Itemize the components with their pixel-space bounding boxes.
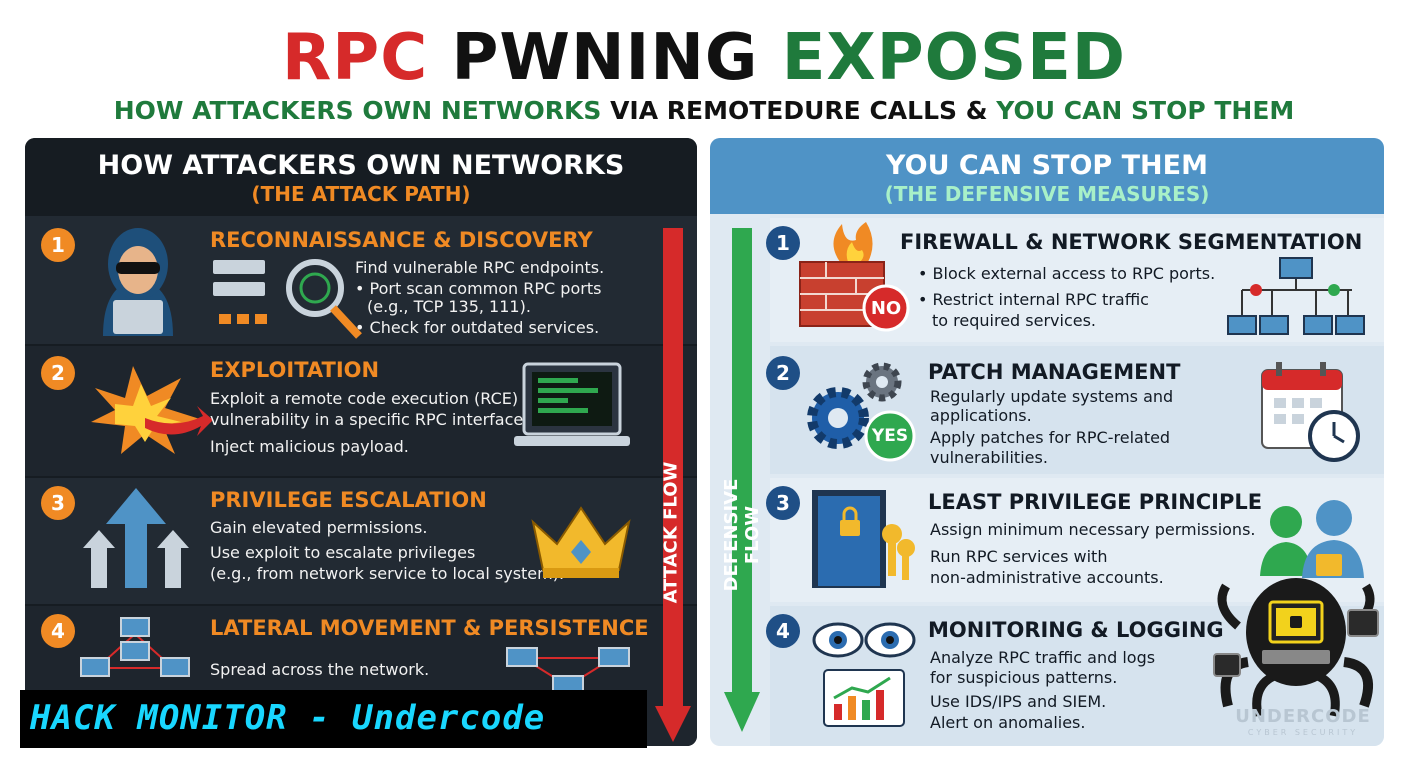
octopus-hacker-logo (1213, 578, 1379, 717)
crown-icon (531, 506, 631, 578)
persistence-network-icon (506, 647, 630, 693)
watermark-logo-text: UNDERCODE (1235, 706, 1371, 727)
title-rpc: RPC (282, 21, 429, 95)
attack-step-1-line-2: • Port scan common RPC ports (355, 279, 602, 298)
defense-step-3-title: LEAST PRIVILEGE PRINCIPLE (928, 490, 1263, 514)
users-lock-icon (1260, 500, 1364, 578)
lateral-network-icon (80, 617, 190, 677)
no-badge: NO (870, 298, 902, 319)
defense-step-2-title: PATCH MANAGEMENT (928, 360, 1181, 384)
defense-panel-subheading: (THE DEFENSIVE MEASURES) (884, 182, 1210, 206)
attack-step-2-title: EXPLOITATION (210, 358, 380, 382)
attack-step-4-line-1: Spread across the network. (210, 660, 430, 679)
laptop-code-icon (514, 362, 630, 446)
attack-flow-label: ATTACK FLOW (660, 461, 682, 604)
eyes-chart-icon (812, 622, 916, 727)
defense-step-4-line-4: Alert on anomalies. (930, 713, 1086, 732)
title-pwning: PWNING (451, 21, 759, 95)
attack-panel-subheading: (THE ATTACK PATH) (251, 182, 471, 206)
defense-step-2-line-2: applications. (930, 406, 1032, 425)
yes-badge: YES (871, 426, 909, 446)
defense-step-3-number: 3 (766, 486, 800, 520)
defense-step-4-title: MONITORING & LOGGING (928, 618, 1224, 642)
defense-step-2-line-4: vulnerabilities. (930, 448, 1048, 467)
defense-step-4-line-2: for suspicious patterns. (930, 668, 1118, 687)
attack-step-3-line-2: Use exploit to escalate privileges (210, 543, 476, 562)
firewall-icon (799, 222, 910, 332)
attack-step-2-number: 2 (41, 356, 75, 390)
attack-step-1-line-4: • Check for outdated services. (355, 318, 600, 337)
defense-step-1-line-3: to required services. (932, 311, 1097, 330)
attack-step-1-number: 1 (41, 228, 75, 262)
watermark-logo-subtext: CYBER SECURITY (1247, 728, 1359, 737)
defensive-flow-label: DEFENSIVE FLOW (721, 478, 763, 592)
subtitle-part1: HOW ATTACKERS OWN NETWORKS (113, 96, 602, 125)
defense-panel-heading: YOU CAN STOP THEM (886, 150, 1208, 181)
attack-step-3-line-3: (e.g., from network service to local sys… (210, 564, 565, 583)
subtitle-part2: VIA REMOTEDURE CALLS & (610, 96, 988, 125)
subtitle-part3: YOU CAN STOP THEM (996, 96, 1295, 125)
page-title: RPC PWNING EXPOSED (0, 18, 1408, 98)
attack-step-4-number: 4 (41, 614, 75, 648)
title-exposed: EXPOSED (781, 21, 1126, 95)
escalation-arrows-icon (83, 488, 189, 588)
calendar-clock-icon (1261, 362, 1360, 462)
defense-step-1-title: FIREWALL & NETWORK SEGMENTATION (900, 230, 1363, 254)
attack-step-3-line-1: Gain elevated permissions. (210, 518, 428, 537)
defense-step-2-line-3: Apply patches for RPC-related (930, 428, 1171, 447)
attack-path-panel: HOW ATTACKERS OWN NETWORKS (THE ATTACK P… (25, 138, 697, 746)
attack-panel-heading: HOW ATTACKERS OWN NETWORKS (97, 150, 625, 181)
attack-flow-arrow (655, 228, 691, 742)
network-scan-icon (213, 259, 362, 339)
attack-step-1-title: RECONNAISSANCE & DISCOVERY (210, 228, 593, 252)
attack-step-4-title: LATERAL MOVEMENT & PERSISTENCE (210, 616, 649, 640)
attack-step-2-line-1: Exploit a remote code execution (RCE) (210, 389, 519, 408)
page-subtitle: HOW ATTACKERS OWN NETWORKS VIA REMOTEDUR… (0, 94, 1408, 128)
defense-step-4-line-3: Use IDS/IPS and SIEM. (930, 692, 1107, 711)
gears-icon (807, 362, 916, 462)
hack-monitor-banner-text: HACK MONITOR - Undercode (30, 698, 546, 738)
defense-step-1-number: 1 (766, 226, 800, 260)
hack-monitor-banner: HACK MONITOR - Undercode (20, 690, 647, 748)
defense-step-4-number: 4 (766, 614, 800, 648)
defense-step-3-line-2: Run RPC services with (930, 547, 1108, 566)
defense-step-1-line-2: • Restrict internal RPC traffic (918, 290, 1149, 309)
defense-step-1-line-1: • Block external access to RPC ports. (918, 264, 1216, 283)
explosion-icon (91, 366, 213, 454)
defense-step-2-number: 2 (766, 356, 800, 390)
defense-step-4-line-1: Analyze RPC traffic and logs (930, 648, 1156, 667)
attack-panel-header: HOW ATTACKERS OWN NETWORKS (THE ATTACK P… (25, 138, 697, 214)
locked-door-icon (812, 490, 915, 588)
defense-panel-header: YOU CAN STOP THEM (THE DEFENSIVE MEASURE… (710, 138, 1384, 214)
attack-step-2-line-3: Inject malicious payload. (210, 437, 409, 456)
attack-step-1-line-1: Find vulnerable RPC endpoints. (355, 258, 605, 277)
attack-step-2-line-2: vulnerability in a specific RPC interfac… (210, 410, 529, 429)
defense-step-3-line-3: non-administrative accounts. (930, 568, 1164, 587)
segmented-network-icon (1227, 257, 1365, 335)
defensive-flow-arrow (724, 228, 760, 732)
hacker-icon (103, 228, 173, 336)
attack-step-1-line-3: (e.g., TCP 135, 111). (367, 297, 531, 316)
attack-step-3-title: PRIVILEGE ESCALATION (210, 488, 487, 512)
defense-step-3-line-1: Assign minimum necessary permissions. (930, 520, 1256, 539)
defense-step-2-line-1: Regularly update systems and (930, 387, 1174, 406)
attack-step-3-number: 3 (41, 486, 75, 520)
